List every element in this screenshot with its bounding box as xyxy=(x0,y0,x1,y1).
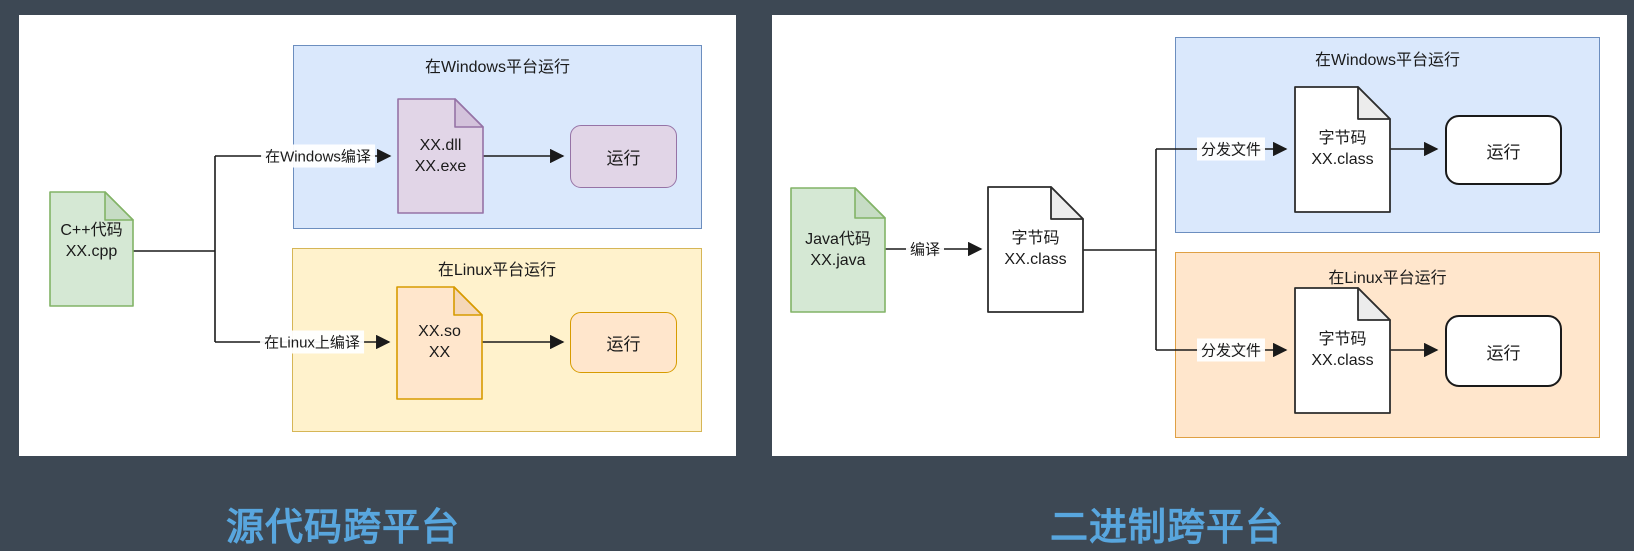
windows-region-title: 在Windows平台运行 xyxy=(425,59,570,76)
linux-compile-edge-label: 在Linux上编译 xyxy=(260,330,364,354)
java-source-doc-label: Java代码 XX.java xyxy=(805,231,871,269)
windows-run-node: 运行 xyxy=(1445,115,1562,185)
binary-diagram-panel: 在Windows平台运行 在Linux平台运行 Java代码 XX.java 字… xyxy=(772,15,1627,456)
source-branch-line xyxy=(133,156,216,342)
linux-run-label: 运行 xyxy=(1486,343,1521,363)
source-code-diagram-panel: 在Windows平台运行 在Linux平台运行 C++代码 XX.cpp XX.… xyxy=(19,15,736,456)
so-doc-label: XX.so XX xyxy=(418,323,461,361)
linux-run-node: 运行 xyxy=(1445,315,1562,387)
linux-region-title: 在Linux平台运行 xyxy=(1328,270,1447,287)
binary-caption: 二进制跨平台 xyxy=(1049,507,1284,549)
windows-run-label: 运行 xyxy=(606,149,641,168)
windows-compile-edge-label: 在Windows编译 xyxy=(261,144,375,168)
distribute-linux-edge-label: 分发文件 xyxy=(1196,338,1266,362)
linux-run-node: 运行 xyxy=(570,312,677,373)
windows-run-label: 运行 xyxy=(1486,142,1521,162)
windows-region-title: 在Windows平台运行 xyxy=(1315,52,1460,69)
source-code-caption: 源代码跨平台 xyxy=(225,507,460,549)
cpp-source-doc-label: C++代码 XX.cpp xyxy=(60,222,123,260)
compile-edge-label: 编译 xyxy=(905,237,945,261)
bytecode-branch-line xyxy=(1083,149,1157,350)
dll-exe-doc-label: XX.dll XX.exe xyxy=(414,137,467,175)
linux-bytecode-doc-label: 字节码 XX.class xyxy=(1311,331,1374,369)
linux-run-label: 运行 xyxy=(606,335,641,354)
windows-bytecode-doc-label: 字节码 XX.class xyxy=(1311,130,1374,168)
distribute-windows-edge-label: 分发文件 xyxy=(1196,137,1266,161)
bytecode-doc-label: 字节码 XX.class xyxy=(1004,230,1067,268)
linux-region-title: 在Linux平台运行 xyxy=(437,262,557,279)
windows-run-node: 运行 xyxy=(570,125,677,188)
